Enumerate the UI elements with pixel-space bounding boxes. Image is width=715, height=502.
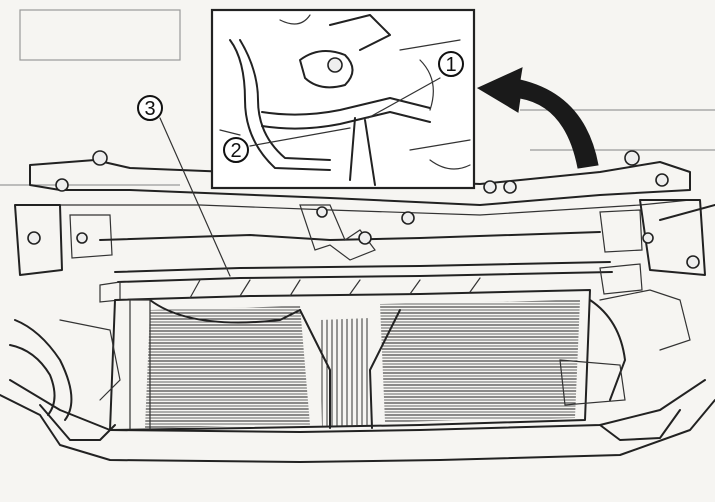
callout-1-label: 1 <box>445 54 456 76</box>
leader-lines <box>159 77 441 277</box>
left-hose <box>9 319 121 421</box>
callout-1: 1 <box>438 51 464 77</box>
curved-arrow-icon <box>476 67 599 169</box>
right-components <box>559 204 715 406</box>
callout-3-label: 3 <box>144 98 155 120</box>
radiator-core <box>109 277 591 431</box>
callout-2-label: 2 <box>230 140 241 162</box>
mounting-bolts <box>27 150 700 269</box>
detail-inset <box>210 8 476 190</box>
upper-bar <box>99 261 643 303</box>
callout-2: 2 <box>223 137 249 163</box>
callout-3: 3 <box>137 95 163 121</box>
